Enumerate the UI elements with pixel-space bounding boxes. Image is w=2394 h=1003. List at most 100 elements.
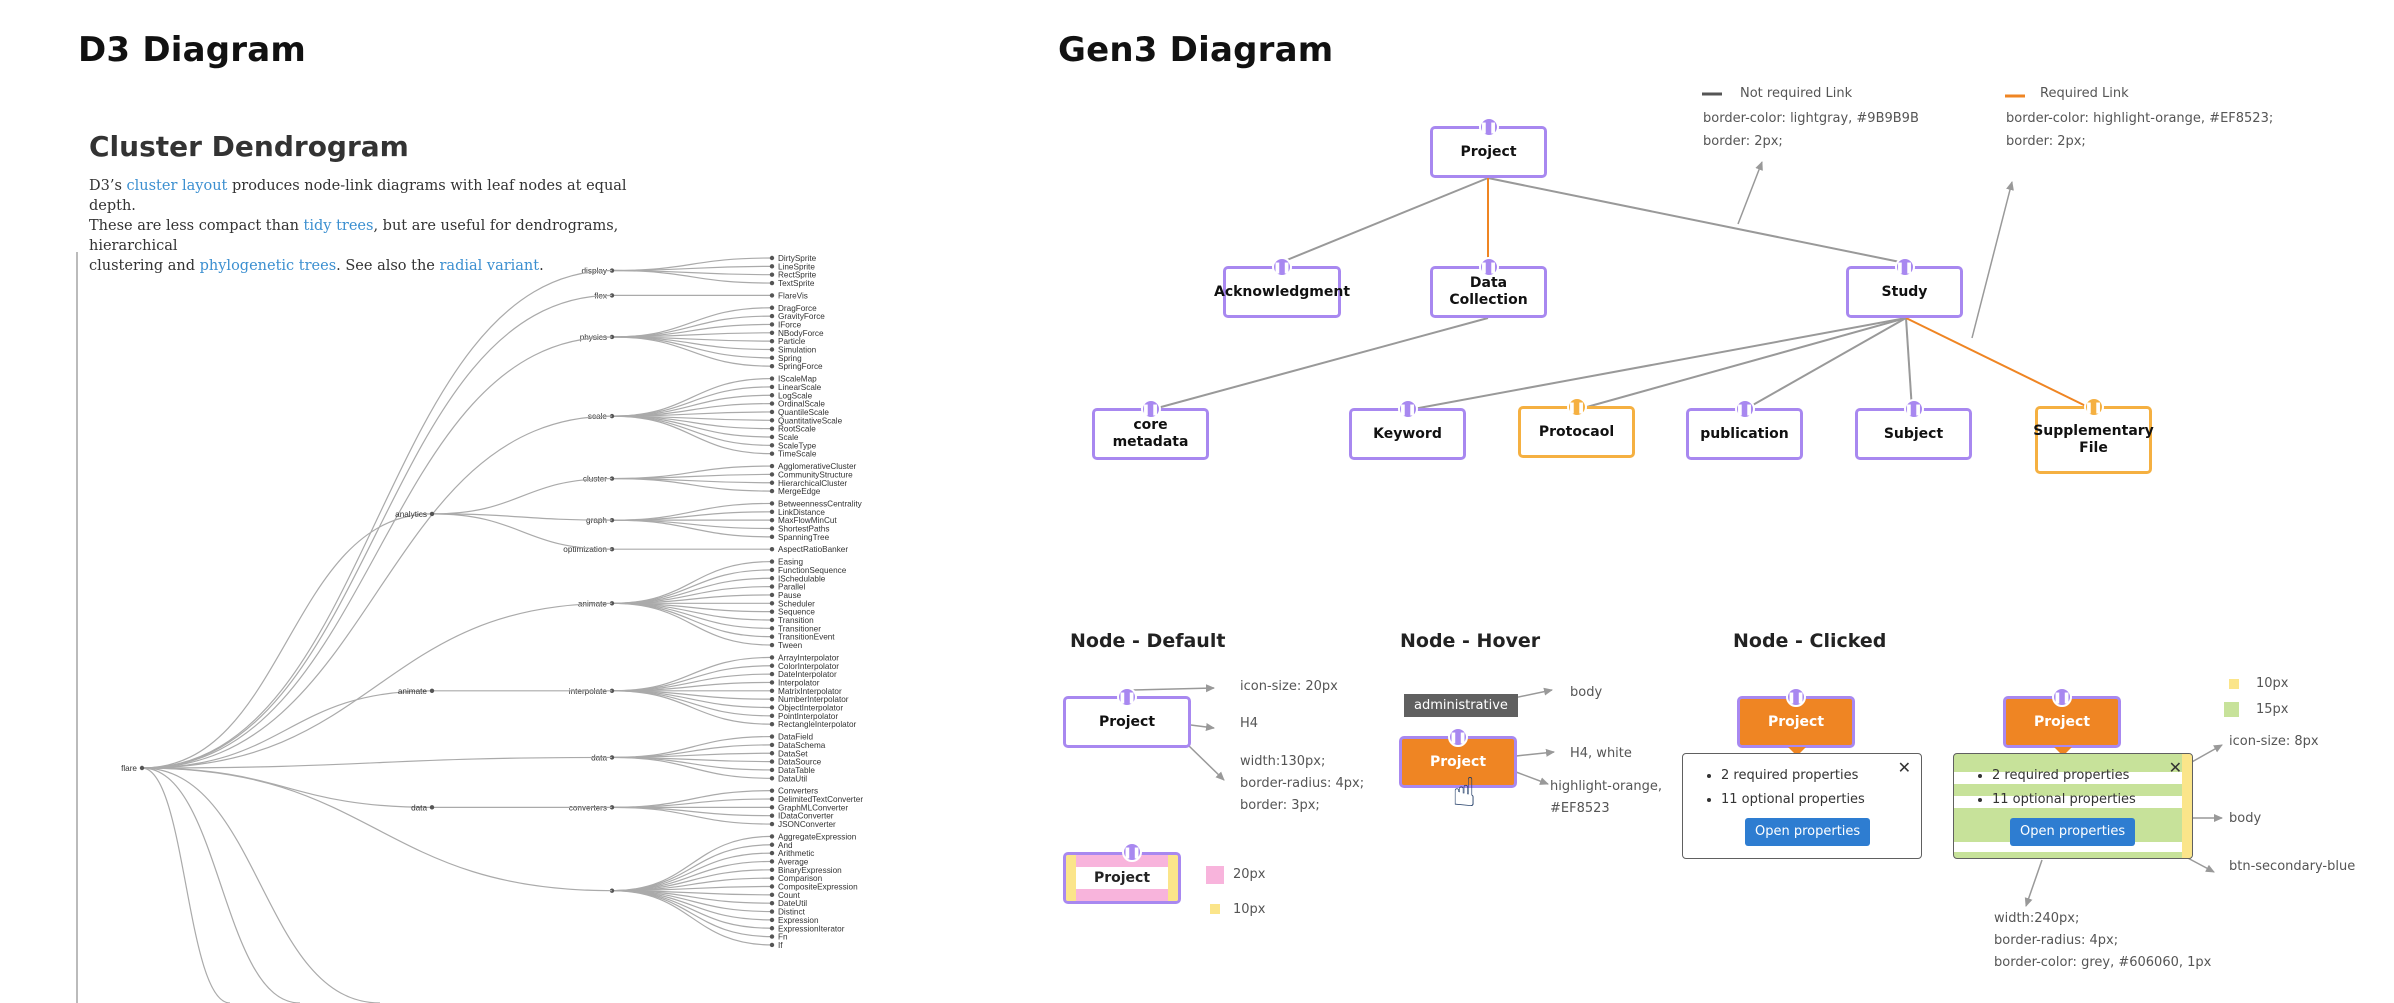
padding-a-note: 20px [1233,867,1266,882]
node-subject[interactable]: ❚❚ Subject [1855,399,1972,460]
leaf-label: LinearScale [778,383,822,392]
tree-node-dot [769,909,775,914]
tidy-trees-link[interactable]: tidy trees [303,218,374,234]
node-label: Project [2033,713,2091,730]
link-datacollection-coremetadata [1149,317,1489,411]
optional-properties-item: 11 optional properties [1992,788,2136,812]
tree-node-dot [769,322,775,327]
radial-variant-link[interactable]: radial variant [439,258,540,274]
node-core-metadata[interactable]: ❚❚ core metadata [1092,399,1209,460]
default-project-node[interactable]: ❚❚ Project [1063,687,1191,748]
default-radius-note: border-radius: 4px; [1240,776,1365,791]
tree-node-dot [769,463,775,469]
leaf-label: CompositeExpression [778,883,858,892]
mid-link [431,477,613,515]
default-icon-size-note: icon-size: 20px [1240,679,1338,694]
tree-node-dot [769,796,775,802]
tree-node-dot [769,813,775,818]
leaf-label: Expression [778,916,819,925]
node-publication[interactable]: ❚❚ publication [1686,399,1803,460]
tree-node-dot [769,584,775,589]
tree-node-dot [769,364,775,369]
root-link [141,513,433,769]
leaf-label: Scheduler [778,599,815,608]
node-type-icon: ❚❚ [1478,117,1499,137]
tree-node-dot [769,409,775,415]
node-data-collection[interactable]: ❚❚ Data Collection [1430,257,1547,318]
tree-node-dot [769,451,775,456]
mid-label: analytics [395,510,427,519]
cluster-layout-link[interactable]: cluster layout [126,178,228,194]
node-type-icon: ❚❚ [1272,257,1292,277]
link-study-publication [1743,317,1907,411]
padding-side-left [1066,855,1076,901]
tree-node-dot [769,264,775,269]
leaf-label: ShortestPaths [778,525,829,534]
tree-node-dot [769,330,775,335]
tree-node-dot [769,892,775,898]
root-link [141,415,613,769]
legend-pointer-required [1971,181,2014,339]
clicked-properties-popup: 2 required properties 11 optional proper… [1682,753,1922,859]
padding-side-right [1168,855,1178,901]
leaf-link [611,269,773,284]
tree-node-dot [769,617,775,623]
tree-node-dot [769,722,775,727]
leaf-label: DataField [778,733,813,742]
hover-font-note: H4, white [1570,746,1632,761]
leaf-label: GraphMLConverter [778,803,848,812]
not-required-link-label: Not required Link [1740,86,1853,101]
node-type-icon: ❚❚ [1122,842,1142,862]
tree-node-dot [429,805,435,810]
open-properties-button[interactable]: Open properties [1745,818,1871,846]
node-keyword[interactable]: ❚❚ Keyword [1349,399,1466,460]
root-link [141,767,381,1003]
leaf-label: DragForce [778,304,817,313]
node-protocol[interactable]: ❚❚ Protocaol [1518,397,1635,458]
node-supplementary-file[interactable]: ❚❚ Supplementary File [2033,397,2154,474]
tree-node-dot [139,765,145,771]
node-acknowledgment[interactable]: ❚❚ Acknowledgment [1214,257,1350,318]
node-type-icon: ❚❚ [1566,397,1587,417]
leaf-label: BinaryExpression [778,866,842,875]
node-type-icon: ❚❚ [1786,687,1806,707]
node-type-icon: ❚❚ [1894,257,1915,277]
leaf-label: Average [778,857,809,866]
leaf-label: BetweennessCentrality [778,499,863,508]
node-label: Acknowledgment [1213,283,1351,300]
required-properties-item: 2 required properties [1992,764,2136,788]
close-icon[interactable]: ✕ [1897,758,1911,777]
leaf-label: DataSchema [778,741,826,750]
clicked-project-node[interactable]: ❚❚ Project [1737,687,1855,748]
leaf-link [611,336,773,367]
node-label: Supplementary File [2033,423,2154,456]
pointer-icon-size [1131,684,1215,693]
tree-node-dot [769,663,775,668]
leaf-label: IDataConverter [778,812,834,821]
node-project[interactable]: ❚❚ Project [1430,117,1547,178]
leaf-label: And [778,841,793,850]
open-properties-button: Open properties [2010,818,2136,846]
pointer-hover-font [1515,748,1555,757]
root-link [141,767,231,1003]
link-project-study [1487,177,1901,263]
leaf-label: SpanningTree [778,533,830,542]
node-study[interactable]: ❚❚ Study [1846,257,1963,318]
leaf-link [611,806,773,825]
tree-node-dot [769,526,775,531]
leaf-label: Transition [778,616,814,625]
leaf-label: GravityForce [778,312,825,321]
tree-node-dot [769,788,775,793]
node-label: Project [1767,713,1825,730]
tree-node-dot [769,901,775,906]
hover-project-node[interactable]: ❚❚ Project [1399,727,1517,788]
tree-node-dot [769,338,775,344]
tree-node-dot [769,734,775,739]
node-type-icon: ❚❚ [2083,397,2104,417]
phylogenetic-trees-link[interactable]: phylogenetic trees [199,258,337,274]
tree-node-dot [769,480,775,485]
default-section-title: Node - Default [1070,630,1226,652]
tree-node-dot [769,376,775,381]
node-label: Project [1429,753,1487,770]
leaf-label: CommunityStructure [778,470,853,479]
